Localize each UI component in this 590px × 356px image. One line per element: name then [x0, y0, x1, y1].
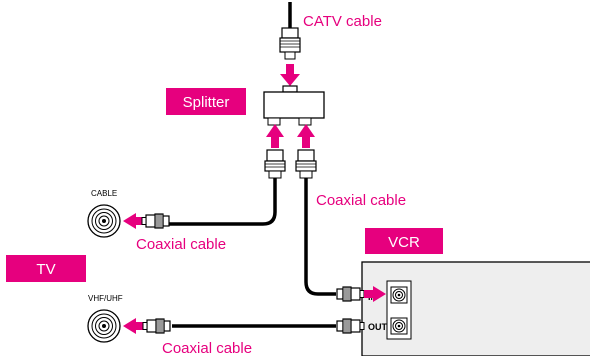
catv-cable-label: CATV cable	[303, 13, 382, 30]
arrow-icon	[266, 124, 315, 148]
f-connector-icon	[336, 286, 365, 302]
arrow-icon	[123, 213, 147, 229]
splitter-label: Splitter	[183, 94, 230, 111]
vcr-device	[361, 261, 590, 356]
arrow-icon	[364, 286, 386, 302]
coaxial-jack-icon	[87, 204, 121, 238]
cable-line-splitter-to-tv	[168, 177, 277, 226]
splitter-label-box	[166, 88, 246, 115]
tv-label-box	[6, 255, 86, 282]
coaxial-cable-label-tv: Coaxial cable	[136, 236, 226, 253]
arrow-icon	[123, 318, 145, 334]
arrow-icon	[280, 64, 300, 86]
f-connector-icon	[264, 149, 286, 179]
coaxial-cable-label-vcr: Coaxial cable	[316, 192, 406, 209]
coaxial-jack-icon	[87, 309, 121, 343]
coaxial-jack-icon	[390, 286, 408, 304]
cable-port-label: CABLE	[91, 189, 117, 198]
vcr-label-box	[365, 228, 443, 254]
f-connector-icon	[141, 213, 170, 229]
cable-line-splitter-to-vcr	[304, 177, 336, 296]
vcr-out-label: OUT	[368, 322, 388, 332]
coaxial-jack-icon	[390, 317, 408, 335]
f-connector-icon	[336, 318, 365, 334]
f-connector-icon	[295, 149, 317, 179]
vhf-uhf-port-label: VHF/UHF	[88, 294, 123, 303]
catv-plug	[279, 27, 301, 60]
tv-label: TV	[36, 261, 55, 278]
splitter	[263, 85, 325, 126]
cables	[168, 2, 336, 328]
coaxial-cable-label-bottom: Coaxial cable	[162, 340, 252, 356]
vcr-label: VCR	[388, 234, 420, 251]
f-connector-icon	[142, 318, 171, 334]
